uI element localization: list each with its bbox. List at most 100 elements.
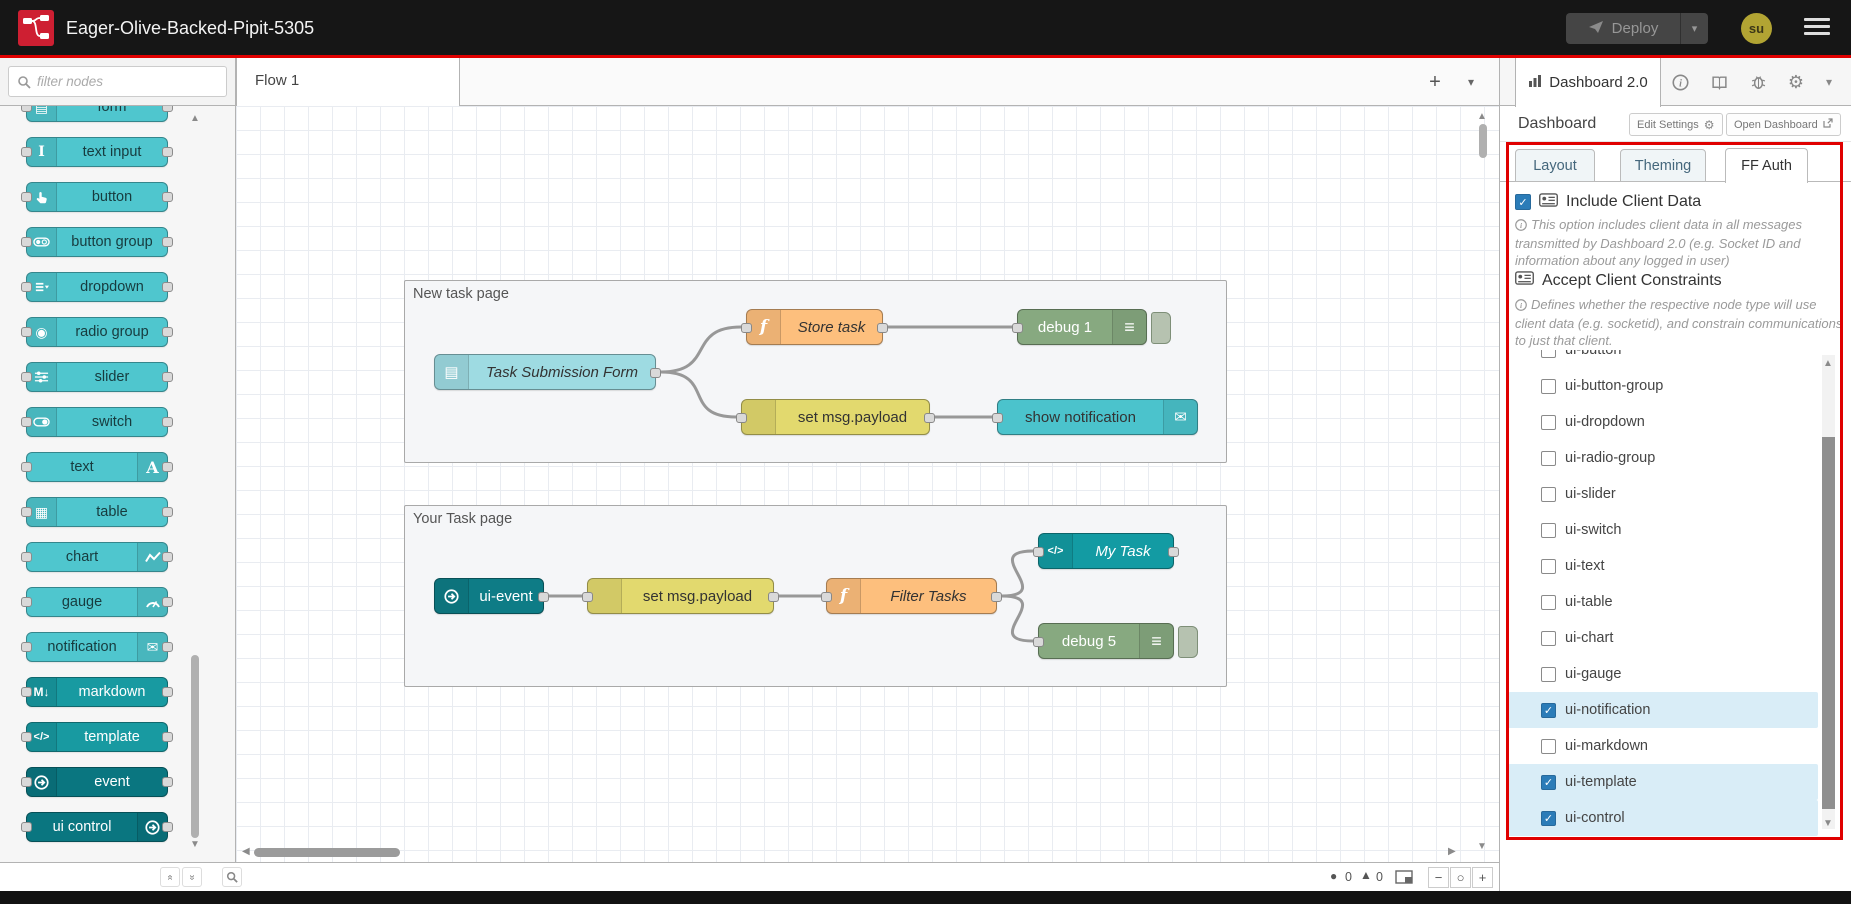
wire[interactable] xyxy=(1002,596,1033,641)
sidebar-tabs-chevron-icon[interactable]: ▾ xyxy=(1817,70,1841,94)
node-port xyxy=(162,462,173,472)
palette-node-table[interactable]: ▦table xyxy=(26,497,168,527)
constraint-row-ui-switch[interactable]: ui-switch xyxy=(1508,512,1818,548)
node-port xyxy=(21,552,32,562)
palette-node-notification[interactable]: ✉notification xyxy=(26,632,168,662)
palette-node-label: slider xyxy=(57,363,167,391)
palette-node-event[interactable]: event xyxy=(26,767,168,797)
search-flows-button[interactable] xyxy=(222,867,242,887)
collapse-palette-categories-button[interactable]: « xyxy=(160,867,180,887)
tab-ff-auth[interactable]: FF Auth xyxy=(1725,148,1808,183)
palette-node-radio-group[interactable]: ◉radio group xyxy=(26,317,168,347)
constraint-checkbox[interactable] xyxy=(1541,379,1556,394)
constraint-label: ui-switch xyxy=(1565,522,1621,538)
constraint-row-ui-table[interactable]: ui-table xyxy=(1508,584,1818,620)
zoom-in-button[interactable]: + xyxy=(1472,867,1493,888)
palette-scrollbar[interactable] xyxy=(191,655,199,838)
constraint-checkbox[interactable]: ✓ xyxy=(1541,811,1556,826)
node-port xyxy=(162,237,173,247)
palette-node-switch[interactable]: switch xyxy=(26,407,168,437)
palette-node-template[interactable]: </>template xyxy=(26,722,168,752)
constraint-scrollbar[interactable] xyxy=(1822,437,1835,809)
node-port xyxy=(21,237,32,247)
sidebar-tab-dashboard[interactable]: Dashboard 2.0 xyxy=(1515,57,1661,107)
palette-node-gauge[interactable]: gauge xyxy=(26,587,168,617)
constraint-row-ui-markdown[interactable]: ui-markdown xyxy=(1508,728,1818,764)
node-port xyxy=(21,507,32,517)
palette-node-text[interactable]: Atext xyxy=(26,452,168,482)
palette-node-button[interactable]: button xyxy=(26,182,168,212)
constraint-checkbox[interactable]: ✓ xyxy=(1541,775,1556,790)
wire[interactable] xyxy=(1002,551,1033,596)
palette-search[interactable] xyxy=(8,66,227,97)
constraint-checkbox[interactable] xyxy=(1541,739,1556,754)
constraint-checkbox[interactable] xyxy=(1541,415,1556,430)
constraint-row-ui-button[interactable]: ui-button xyxy=(1508,350,1818,368)
help-book-tab-icon[interactable] xyxy=(1707,70,1731,94)
constraint-scroll-down-icon[interactable]: ▼ xyxy=(1823,819,1833,829)
zoom-reset-button[interactable]: ○ xyxy=(1450,867,1471,888)
palette-node-ui-control[interactable]: ui control xyxy=(26,812,168,842)
constraint-checkbox[interactable] xyxy=(1541,523,1556,538)
deploy-options-chevron-icon[interactable]: ▾ xyxy=(1680,13,1708,44)
wire[interactable] xyxy=(661,327,741,372)
constraint-checkbox[interactable] xyxy=(1541,487,1556,502)
wire[interactable] xyxy=(661,372,736,417)
constraint-row-ui-template[interactable]: ✓ui-template xyxy=(1508,764,1818,800)
constraint-row-ui-slider[interactable]: ui-slider xyxy=(1508,476,1818,512)
constraint-row-ui-button-group[interactable]: ui-button-group xyxy=(1508,368,1818,404)
node-port xyxy=(162,732,173,742)
constraint-checkbox[interactable] xyxy=(1541,595,1556,610)
constraint-scroll-up-icon[interactable]: ▲ xyxy=(1823,359,1833,369)
constraint-row-ui-control[interactable]: ✓ui-control xyxy=(1508,800,1818,836)
tab-layout[interactable]: Layout xyxy=(1515,149,1595,182)
flow-list-chevron-icon[interactable]: ▾ xyxy=(1458,69,1484,95)
include-client-data-checkbox[interactable]: ✓ xyxy=(1515,194,1531,210)
constraint-checkbox[interactable] xyxy=(1541,451,1556,466)
constraint-row-ui-notification[interactable]: ✓ui-notification xyxy=(1508,692,1818,728)
tab-theming[interactable]: Theming xyxy=(1620,149,1706,182)
open-dashboard-button[interactable]: Open Dashboard xyxy=(1726,113,1841,136)
config-gear-tab-icon[interactable]: ⚙ xyxy=(1784,70,1808,94)
zoom-out-button[interactable]: − xyxy=(1428,867,1449,888)
error-count-icon[interactable]: ● xyxy=(1330,869,1337,883)
deploy-button[interactable]: Deploy ▾ xyxy=(1566,13,1708,44)
edit-settings-button[interactable]: Edit Settings ⚙ xyxy=(1629,113,1723,136)
node-red-logo xyxy=(18,10,54,46)
palette-node-dropdown[interactable]: dropdown xyxy=(26,272,168,302)
palette-node-label: event xyxy=(57,768,167,796)
palette-node-button-group[interactable]: button group xyxy=(26,227,168,257)
user-avatar[interactable]: su xyxy=(1741,13,1772,44)
palette-node-markdown[interactable]: M↓markdown xyxy=(26,677,168,707)
info-tab-icon[interactable]: i xyxy=(1668,70,1692,94)
palette-node-form[interactable]: ▤form xyxy=(26,106,168,122)
palette-search-input[interactable] xyxy=(37,68,222,95)
include-client-data-row[interactable]: ✓ Include Client Data xyxy=(1515,191,1701,213)
constraint-checkbox[interactable] xyxy=(1541,559,1556,574)
navigator-icon[interactable] xyxy=(1395,870,1413,887)
palette-scroll-down-icon[interactable]: ▼ xyxy=(190,840,200,850)
main-menu-button[interactable] xyxy=(1804,18,1832,39)
constraint-checkbox[interactable] xyxy=(1541,350,1556,358)
warning-count-icon[interactable]: ▲ xyxy=(1360,868,1372,882)
constraint-row-ui-text[interactable]: ui-text xyxy=(1508,548,1818,584)
palette-node-slider[interactable]: slider xyxy=(26,362,168,392)
palette-node-text-input[interactable]: Itext input xyxy=(26,137,168,167)
palette-node-chart[interactable]: chart xyxy=(26,542,168,572)
expand-palette-categories-button[interactable]: » xyxy=(182,867,202,887)
gear-icon: ⚙ xyxy=(1704,118,1715,132)
debug-bug-tab-icon[interactable] xyxy=(1746,70,1770,94)
constraint-row-ui-dropdown[interactable]: ui-dropdown xyxy=(1508,404,1818,440)
project-title: Eager-Olive-Backed-Pipit-5305 xyxy=(66,0,314,57)
constraint-checkbox[interactable]: ✓ xyxy=(1541,703,1556,718)
constraint-checkbox[interactable] xyxy=(1541,667,1556,682)
constraint-row-ui-gauge[interactable]: ui-gauge xyxy=(1508,656,1818,692)
palette-scroll-up-icon[interactable]: ▲ xyxy=(190,114,200,124)
constraint-row-ui-chart[interactable]: ui-chart xyxy=(1508,620,1818,656)
constraint-row-ui-radio-group[interactable]: ui-radio-group xyxy=(1508,440,1818,476)
add-flow-button[interactable]: + xyxy=(1422,69,1448,95)
constraint-checkbox[interactable] xyxy=(1541,631,1556,646)
flow-canvas[interactable]: New task pageYour Task page▤Task Submiss… xyxy=(236,106,1499,862)
flow-tab[interactable]: Flow 1 xyxy=(236,57,460,106)
